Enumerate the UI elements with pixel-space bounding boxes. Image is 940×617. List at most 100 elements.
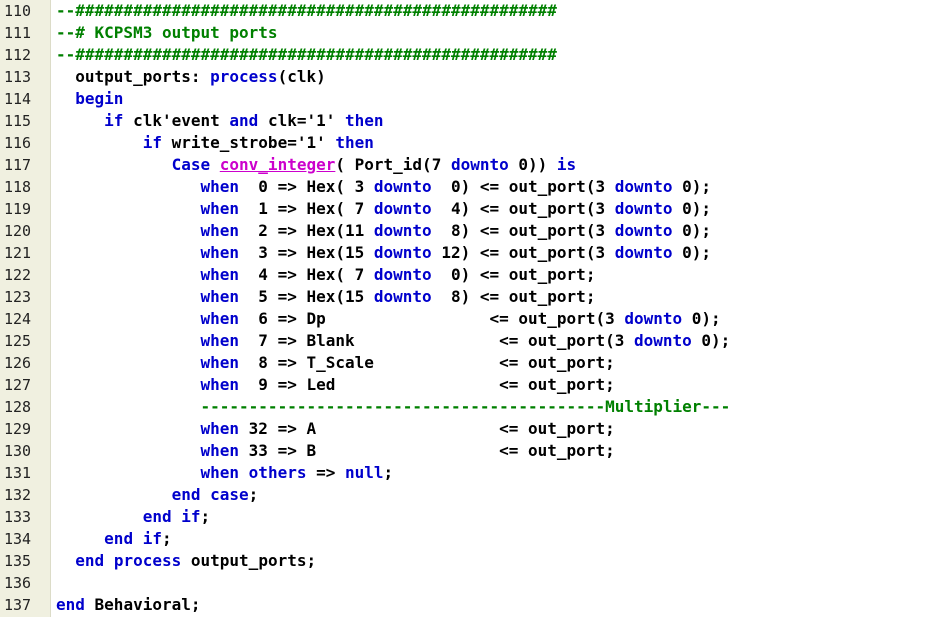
text-token xyxy=(56,287,201,306)
code-text: --# KCPSM3 output ports xyxy=(56,22,278,44)
code-line[interactable]: 111 --# KCPSM3 output ports xyxy=(0,22,940,44)
text-token: 0) <= out_port(3 xyxy=(431,177,615,196)
text-token: ; xyxy=(200,507,211,526)
code-line[interactable]: 117 Case conv_integer( Port_id(7 downto … xyxy=(0,154,940,176)
text-token xyxy=(56,551,75,570)
code-line[interactable]: 118 when 0 => Hex( 3 downto 0) <= out_po… xyxy=(0,176,940,198)
code-line[interactable]: 130 when 33 => B <= out_port; xyxy=(0,440,940,462)
code-line[interactable]: 120 when 2 => Hex(11 downto 8) <= out_po… xyxy=(0,220,940,242)
code-line[interactable]: 113 output_ports: process(clk) xyxy=(0,66,940,88)
text-token xyxy=(56,265,201,284)
code-text: --######################################… xyxy=(56,0,557,22)
text-token: 0); xyxy=(672,221,712,240)
text-token xyxy=(56,397,201,416)
text-token xyxy=(133,529,143,548)
keyword-token: end xyxy=(142,507,172,526)
keyword-token: downto xyxy=(633,331,692,350)
code-line[interactable]: 121 when 3 => Hex(15 downto 12) <= out_p… xyxy=(0,242,940,264)
function-token: conv_integer xyxy=(219,155,336,174)
text-token: clk'event xyxy=(123,111,230,130)
code-line[interactable]: 127 when 9 => Led <= out_port; xyxy=(0,374,940,396)
text-token: 8 => T_Scale <= out_port; xyxy=(239,353,615,372)
code-text: end case; xyxy=(56,484,259,506)
code-text: when 0 => Hex( 3 downto 0) <= out_port(3… xyxy=(56,176,712,198)
code-text: output_ports: process(clk) xyxy=(56,66,326,88)
text-token xyxy=(56,243,201,262)
code-line[interactable]: 136 xyxy=(0,572,940,594)
text-token: 32 => A <= out_port; xyxy=(239,419,615,438)
code-text: when 33 => B <= out_port; xyxy=(56,440,615,462)
code-text: when 8 => T_Scale <= out_port; xyxy=(56,352,615,374)
code-line[interactable]: 125 when 7 => Blank <= out_port(3 downto… xyxy=(0,330,940,352)
text-token: 4) <= out_port(3 xyxy=(431,199,615,218)
code-line[interactable]: 112 --###################################… xyxy=(0,44,940,66)
line-number: 111 xyxy=(4,24,32,42)
text-token xyxy=(56,463,201,482)
line-number: 127 xyxy=(4,376,32,394)
text-token xyxy=(56,221,201,240)
text-token: write_strobe='1' xyxy=(161,133,336,152)
text-token xyxy=(201,485,211,504)
text-token: (clk) xyxy=(277,67,326,86)
line-number: 121 xyxy=(4,244,32,262)
keyword-token: if xyxy=(181,507,201,526)
code-line[interactable]: 123 when 5 => Hex(15 downto 8) <= out_po… xyxy=(0,286,940,308)
text-token: ; xyxy=(383,463,394,482)
keyword-token: when xyxy=(200,353,240,372)
code-line[interactable]: 129 when 32 => A <= out_port; xyxy=(0,418,940,440)
keyword-token: downto xyxy=(624,309,683,328)
code-text: when 2 => Hex(11 downto 8) <= out_port(3… xyxy=(56,220,712,242)
text-token: => xyxy=(306,463,345,482)
text-token: Behavioral; xyxy=(84,595,201,614)
text-token: 0); xyxy=(672,243,712,262)
line-number: 126 xyxy=(4,354,32,372)
code-line[interactable]: 114 begin xyxy=(0,88,940,110)
line-number: 133 xyxy=(4,508,32,526)
code-text: when others => null; xyxy=(56,462,394,484)
code-line[interactable]: 126 when 8 => T_Scale <= out_port; xyxy=(0,352,940,374)
line-number-gutter xyxy=(0,0,51,617)
line-number: 120 xyxy=(4,222,32,240)
keyword-token: is xyxy=(556,155,577,174)
text-token xyxy=(56,331,201,350)
text-token xyxy=(56,419,201,438)
comment-token: --######################################… xyxy=(56,45,557,64)
code-line[interactable]: 122 when 4 => Hex( 7 downto 0) <= out_po… xyxy=(0,264,940,286)
code-line[interactable]: 115 if clk'event and clk='1' then xyxy=(0,110,940,132)
keyword-token: end xyxy=(56,595,85,614)
text-token: 0)) xyxy=(508,155,557,174)
keyword-token: Case xyxy=(171,155,211,174)
text-token xyxy=(56,441,201,460)
keyword-token: downto xyxy=(373,243,432,262)
code-line[interactable]: 132 end case; xyxy=(0,484,940,506)
code-line[interactable]: 131 when others => null; xyxy=(0,462,940,484)
line-number: 112 xyxy=(4,46,32,64)
keyword-token: end xyxy=(75,551,105,570)
code-line[interactable]: 133 end if; xyxy=(0,506,940,528)
code-text: ----------------------------------------… xyxy=(56,396,731,418)
keyword-token: then xyxy=(345,111,384,130)
keyword-token: when xyxy=(200,199,240,218)
text-token: 0); xyxy=(672,199,712,218)
code-line[interactable]: 119 when 1 => Hex( 7 downto 4) <= out_po… xyxy=(0,198,940,220)
code-text: if write_strobe='1' then xyxy=(56,132,374,154)
keyword-token: when xyxy=(200,177,240,196)
code-text: --######################################… xyxy=(56,44,557,66)
code-line[interactable]: 116 if write_strobe='1' then xyxy=(0,132,940,154)
text-token: 0); xyxy=(682,309,721,328)
code-line[interactable]: 124 when 6 => Dp <= out_port(3 downto 0)… xyxy=(0,308,940,330)
keyword-token: when xyxy=(200,375,240,394)
code-line[interactable]: 135 end process output_ports; xyxy=(0,550,940,572)
text-token: 33 => B <= out_port; xyxy=(239,441,615,460)
keyword-token: if xyxy=(142,529,162,548)
code-text: when 5 => Hex(15 downto 8) <= out_port; xyxy=(56,286,596,308)
code-line[interactable]: 110--###################################… xyxy=(0,0,940,22)
keyword-token: begin xyxy=(75,89,124,108)
code-line[interactable]: 134 end if; xyxy=(0,528,940,550)
code-line[interactable]: 128 ------------------------------------… xyxy=(0,396,940,418)
keyword-token: process xyxy=(113,551,182,570)
text-token: 0); xyxy=(672,177,712,196)
